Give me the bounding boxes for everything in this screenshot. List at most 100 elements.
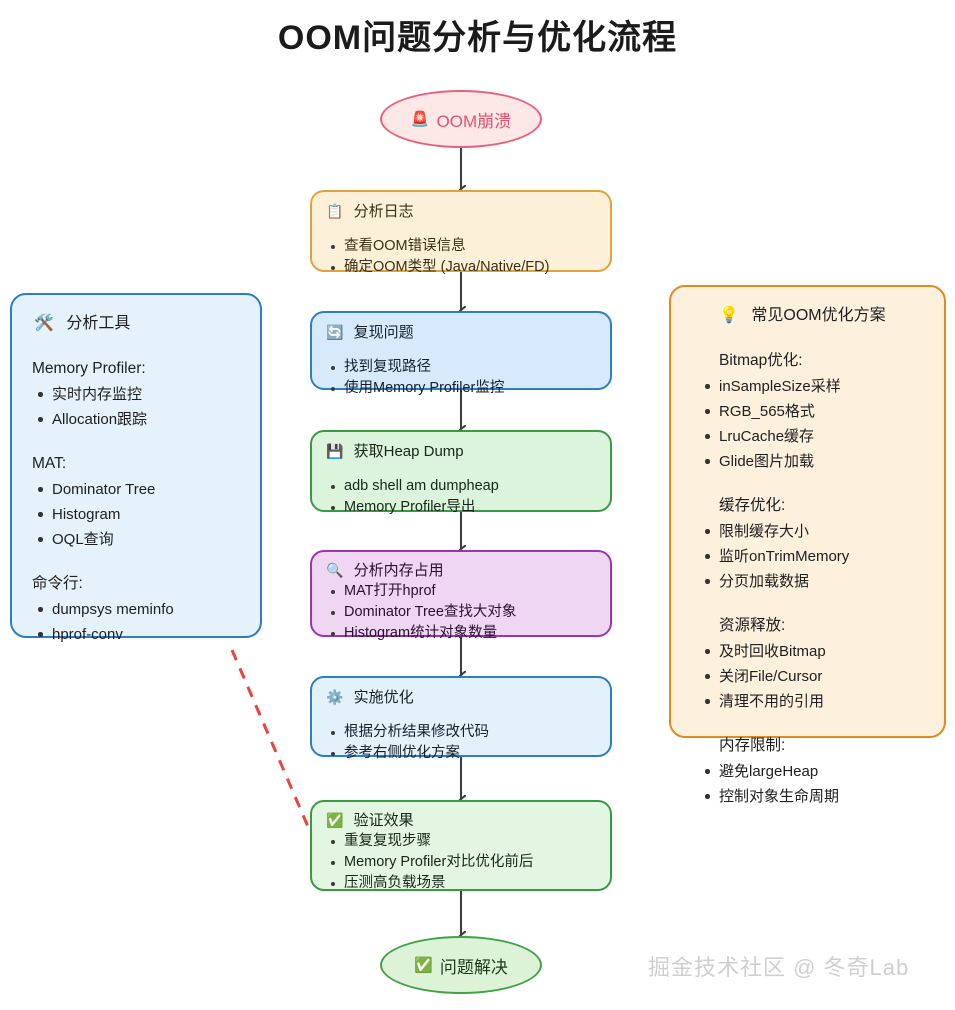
group-mat: MAT: Dominator Tree Histogram OQL查询: [32, 452, 240, 552]
node-verify-result-header: ✅ 验证效果: [326, 810, 596, 831]
group-heading: 内存限制:: [719, 737, 786, 754]
group-command-line: 命令行: dumpsys meminfo hprof-conv: [32, 572, 240, 647]
list-item: 避免largeHeap: [691, 759, 924, 784]
node-analyze-memory-items: MAT打开hprof Dominator Tree查找大对象 Histogram…: [326, 581, 596, 644]
group-bitmap-optimization: Bitmap优化: inSampleSize采样 RGB_565格式 LruCa…: [691, 349, 924, 474]
group-heading: Bitmap优化:: [719, 352, 803, 369]
node-implement-optimization-header: ⚙️ 实施优化: [326, 687, 596, 708]
list-item: 分页加载数据: [691, 569, 924, 594]
node-reproduce-issue-title: 复现问题: [353, 324, 414, 341]
group-resource-release: 资源释放: 及时回收Bitmap 关闭File/Cursor 清理不用的引用: [691, 614, 924, 714]
list-item: 控制对象生命周期: [691, 784, 924, 809]
list-item: 关闭File/Cursor: [691, 664, 924, 689]
floppy-disk-icon: 💾: [326, 443, 344, 459]
group-items: inSampleSize采样 RGB_565格式 LruCache缓存 Glid…: [691, 374, 924, 474]
group-heading: 资源释放:: [719, 617, 786, 634]
list-item: RGB_565格式: [691, 399, 924, 424]
group-memory-profiler: Memory Profiler: 实时内存监控 Allocation跟踪: [32, 357, 240, 432]
list-item: dumpsys meminfo: [32, 597, 240, 622]
list-item: OQL查询: [32, 527, 240, 552]
node-analyze-log-title: 分析日志: [353, 203, 414, 220]
node-oom-crash[interactable]: 🚨 OOM崩溃: [380, 90, 542, 148]
node-analyze-memory[interactable]: 🔍 分析内存占用 MAT打开hprof Dominator Tree查找大对象 …: [310, 550, 612, 641]
list-item: Histogram统计对象数量: [326, 623, 596, 644]
list-item: 监听onTrimMemory: [691, 544, 924, 569]
list-item: 及时回收Bitmap: [691, 639, 924, 664]
list-item: inSampleSize采样: [691, 374, 924, 399]
node-reproduce-issue-items: 找到复现路径 使用Memory Profiler监控: [326, 357, 596, 399]
check-mark-button-icon: ✅: [326, 812, 344, 828]
node-implement-optimization-items: 根据分析结果修改代码 参考右侧优化方案: [326, 722, 596, 764]
group-items: 限制缓存大小 监听onTrimMemory 分页加载数据: [691, 519, 924, 594]
clipboard-icon: 📋: [326, 203, 344, 219]
list-item: Allocation跟踪: [32, 407, 240, 432]
node-get-heap-dump-header: 💾 获取Heap Dump: [326, 441, 596, 462]
node-get-heap-dump[interactable]: 💾 获取Heap Dump adb shell am dumpheap Memo…: [310, 430, 612, 515]
light-bulb-icon: 💡: [719, 307, 739, 324]
node-issue-resolved[interactable]: ✅ 问题解决: [380, 936, 542, 994]
group-cache-optimization: 缓存优化: 限制缓存大小 监听onTrimMemory 分页加载数据: [691, 494, 924, 594]
list-item: 参考右侧优化方案: [326, 743, 596, 764]
list-item: Glide图片加载: [691, 449, 924, 474]
list-item: 压测高负载场景: [326, 873, 596, 894]
list-item: 找到复现路径: [326, 357, 596, 378]
list-item: Dominator Tree查找大对象: [326, 602, 596, 623]
node-analyze-log-items: 查看OOM错误信息 确定OOM类型 (Java/Native/FD): [326, 236, 596, 278]
list-item: 重复复现步骤: [326, 831, 596, 852]
list-item: Memory Profiler对比优化前后: [326, 852, 596, 873]
group-heading: 缓存优化:: [719, 497, 786, 514]
rotating-light-icon: 🚨: [410, 111, 430, 128]
group-heading: 命令行:: [32, 575, 83, 592]
list-item: 清理不用的引用: [691, 689, 924, 714]
node-issue-resolved-label: 问题解决: [439, 957, 508, 977]
node-reproduce-issue[interactable]: 🔄 复现问题 找到复现路径 使用Memory Profiler监控: [310, 311, 612, 396]
node-verify-result-items: 重复复现步骤 Memory Profiler对比优化前后 压测高负载场景: [326, 831, 596, 894]
node-verify-result-title: 验证效果: [353, 812, 414, 829]
node-verify-result[interactable]: ✅ 验证效果 重复复现步骤 Memory Profiler对比优化前后 压测高负…: [310, 800, 612, 891]
group-heading: MAT:: [32, 455, 67, 472]
panel-analysis-tools[interactable]: 🛠️ 分析工具 Memory Profiler: 实时内存监控 Allocati…: [10, 293, 262, 643]
group-heading: Memory Profiler:: [32, 360, 146, 377]
group-items: 避免largeHeap 控制对象生命周期: [691, 759, 924, 809]
panel-oom-solutions-title-text: 常见OOM优化方案: [751, 307, 886, 324]
dashed-link-tools-to-verify: [230, 649, 314, 837]
node-implement-optimization[interactable]: ⚙️ 实施优化 根据分析结果修改代码 参考右侧优化方案: [310, 676, 612, 761]
panel-oom-solutions-title: 💡 常见OOM优化方案: [691, 305, 924, 327]
panel-analysis-tools-title-text: 分析工具: [66, 315, 131, 332]
list-item: hprof-conv: [32, 622, 240, 647]
node-analyze-log-header: 📋 分析日志: [326, 201, 596, 222]
panel-oom-solutions[interactable]: 💡 常见OOM优化方案 Bitmap优化: inSampleSize采样 RGB…: [669, 285, 946, 805]
node-reproduce-issue-header: 🔄 复现问题: [326, 322, 596, 343]
group-items: 及时回收Bitmap 关闭File/Cursor 清理不用的引用: [691, 639, 924, 714]
list-item: Histogram: [32, 502, 240, 527]
group-items: Dominator Tree Histogram OQL查询: [32, 477, 240, 552]
node-get-heap-dump-title: 获取Heap Dump: [353, 443, 464, 460]
magnifying-glass-icon: 🔍: [326, 562, 344, 578]
list-item: 限制缓存大小: [691, 519, 924, 544]
check-mark-button-icon: ✅: [414, 957, 433, 974]
panel-analysis-tools-title: 🛠️ 分析工具: [32, 313, 240, 335]
watermark: 掘金技术社区 @ 冬奇Lab: [648, 955, 910, 980]
list-item: Memory Profiler导出: [326, 497, 596, 518]
node-analyze-memory-title: 分析内存占用: [353, 562, 444, 579]
list-item: 实时内存监控: [32, 382, 240, 407]
list-item: 根据分析结果修改代码: [326, 722, 596, 743]
list-item: MAT打开hprof: [326, 581, 596, 602]
list-item: 确定OOM类型 (Java/Native/FD): [326, 257, 596, 278]
gear-icon: ⚙️: [326, 689, 344, 705]
node-analyze-memory-header: 🔍 分析内存占用: [326, 560, 596, 581]
node-get-heap-dump-items: adb shell am dumpheap Memory Profiler导出: [326, 476, 596, 518]
list-item: 使用Memory Profiler监控: [326, 378, 596, 399]
list-item: adb shell am dumpheap: [326, 476, 596, 497]
hammer-and-wrench-icon: 🛠️: [34, 315, 54, 332]
group-items: dumpsys meminfo hprof-conv: [32, 597, 240, 647]
list-item: Dominator Tree: [32, 477, 240, 502]
group-memory-limit: 内存限制: 避免largeHeap 控制对象生命周期: [691, 734, 924, 809]
node-implement-optimization-title: 实施优化: [353, 689, 414, 706]
list-item: LruCache缓存: [691, 424, 924, 449]
list-item: 查看OOM错误信息: [326, 236, 596, 257]
repeat-icon: 🔄: [326, 324, 344, 340]
node-analyze-log[interactable]: 📋 分析日志 查看OOM错误信息 确定OOM类型 (Java/Native/FD…: [310, 190, 612, 275]
node-oom-crash-label: OOM崩溃: [436, 111, 512, 131]
page-title: OOM问题分析与优化流程: [277, 19, 678, 57]
